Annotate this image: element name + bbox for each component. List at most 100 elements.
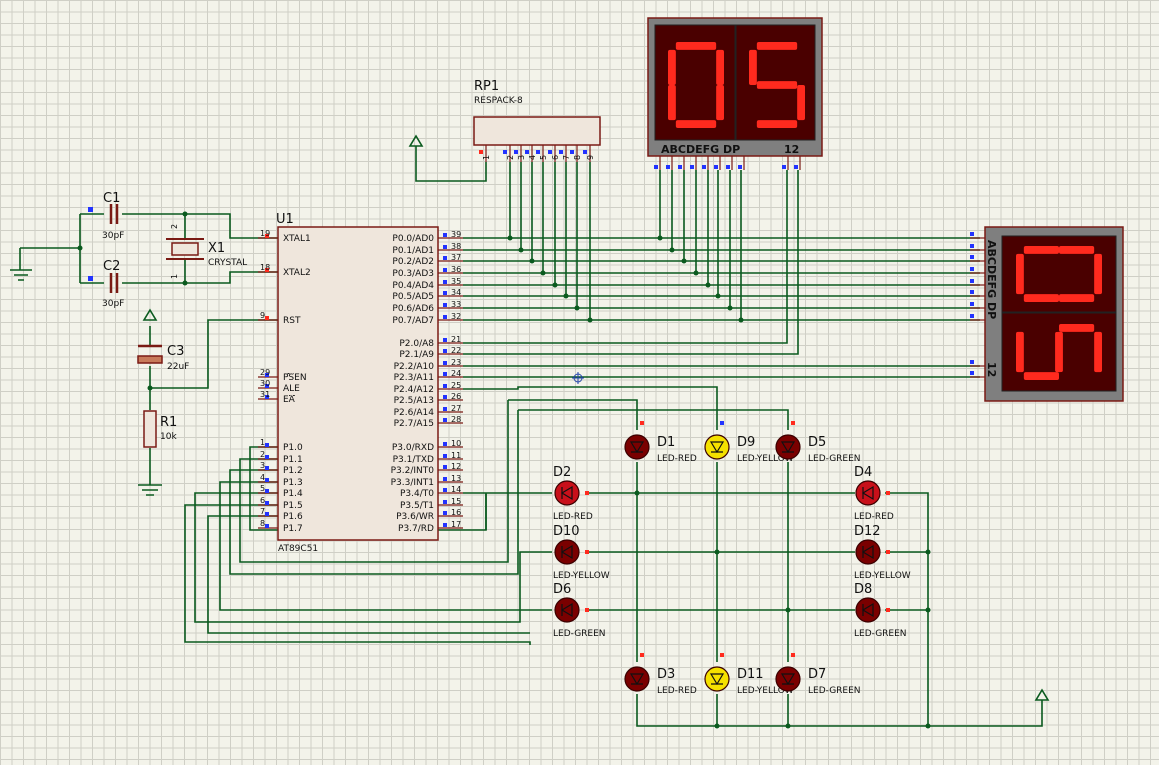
mcu-pin-name: P0.7/AD7 bbox=[392, 316, 434, 326]
led-body bbox=[855, 597, 881, 623]
power-icon bbox=[1034, 688, 1050, 701]
mcu-pin-name: P1.3 bbox=[283, 478, 303, 488]
junctions bbox=[77, 211, 931, 729]
pin-state-marker bbox=[443, 500, 447, 504]
pin-state-marker bbox=[970, 232, 974, 236]
mcu-pin-number: 12 bbox=[451, 462, 461, 471]
mcu-pin-name: P0.2/AD2 bbox=[392, 257, 434, 267]
led-body bbox=[624, 434, 650, 460]
pin-state-marker bbox=[265, 501, 269, 505]
mcu-pin-name: P0.6/AD6 bbox=[392, 304, 434, 314]
segment-d bbox=[1094, 331, 1103, 373]
mcu-pin-number: 8 bbox=[260, 519, 265, 528]
display-right-pin-label: ABCDEFG DP bbox=[985, 240, 998, 319]
led-part: LED-GREEN bbox=[808, 686, 861, 696]
rp1-pin-number: 4 bbox=[528, 155, 537, 160]
mcu-pin-number: 13 bbox=[451, 474, 461, 483]
pin-state-marker bbox=[265, 489, 269, 493]
pin-state-marker bbox=[514, 150, 518, 154]
resistor-r1[interactable]: R1 10k bbox=[143, 410, 177, 448]
led-body bbox=[554, 597, 580, 623]
display-right-digit-0 bbox=[1016, 245, 1103, 302]
led-ref: D8 bbox=[854, 582, 872, 597]
mcu-pin-number: 7 bbox=[260, 507, 265, 516]
led-ref: D9 bbox=[737, 435, 755, 450]
power-symbols bbox=[10, 134, 1050, 701]
seven-segment-display-right[interactable]: ABCDEFG DP 12 bbox=[970, 226, 1124, 402]
wires bbox=[19, 146, 1043, 727]
pin-state-marker bbox=[443, 338, 447, 342]
mcu-pin-number: 37 bbox=[451, 253, 461, 262]
pin-state-marker bbox=[443, 303, 447, 307]
crystal-x1[interactable]: X1 CRYSTAL 2 1 bbox=[166, 224, 247, 279]
mcu-pin-name: P2.1/A9 bbox=[399, 350, 434, 360]
mcu-pin-number: 24 bbox=[451, 369, 461, 378]
mcu-u1[interactable]: U1 AT89C51 19XTAL118XTAL29RST29PSEN30ALE… bbox=[258, 212, 463, 554]
led-ref: D10 bbox=[553, 524, 580, 539]
capacitor-c2[interactable]: C2 30pF bbox=[88, 259, 124, 309]
pin-state-marker bbox=[265, 466, 269, 470]
pin-state-marker bbox=[265, 373, 269, 377]
pin-state-marker bbox=[443, 268, 447, 272]
capacitor-c1[interactable]: C1 30pF bbox=[88, 191, 124, 241]
segment-e bbox=[668, 85, 676, 121]
display-right-digit-1 bbox=[1016, 323, 1103, 380]
segment-f bbox=[1023, 372, 1059, 380]
pin-state-marker bbox=[886, 608, 890, 612]
mcu-pin-name: XTAL1 bbox=[283, 234, 311, 244]
seven-segment-display-top[interactable]: ABCDEFG DP 12 bbox=[647, 17, 823, 170]
led-part: LED-YELLOW bbox=[737, 686, 794, 696]
rp1-pin-number: 5 bbox=[539, 155, 548, 160]
mcu-pin-number: 36 bbox=[451, 265, 461, 274]
pin-state-marker bbox=[726, 165, 730, 169]
pin-state-marker bbox=[443, 477, 447, 481]
led-diode-symbol bbox=[861, 485, 874, 501]
segment-f bbox=[668, 49, 676, 85]
led-ref: D1 bbox=[657, 435, 675, 450]
segment-e bbox=[749, 85, 757, 121]
led-body bbox=[775, 434, 801, 460]
mcu-pin-number: 2 bbox=[260, 450, 265, 459]
mcu-pin-number: 17 bbox=[451, 520, 461, 529]
mcu-pin-name: P0.1/AD1 bbox=[392, 246, 434, 256]
led-body bbox=[855, 480, 881, 506]
pin-state-marker bbox=[443, 454, 447, 458]
pin-state-marker bbox=[640, 421, 644, 425]
pin-state-marker bbox=[886, 550, 890, 554]
pin-state-marker bbox=[443, 280, 447, 284]
mcu-pin-name: P3.6/WR bbox=[396, 512, 434, 522]
segment-g bbox=[756, 81, 798, 89]
mcu-pin-name: P2.2/A10 bbox=[394, 362, 435, 372]
mcu-pin-name: P2.5/A13 bbox=[394, 396, 434, 406]
capacitor-c3[interactable]: C3 22uF bbox=[137, 344, 189, 372]
pin-state-marker bbox=[536, 150, 540, 154]
segment-b bbox=[716, 49, 724, 85]
mcu-pin-name: P3.1/TXD bbox=[393, 455, 434, 465]
segment-g bbox=[1055, 253, 1063, 295]
led-diode-symbol bbox=[560, 544, 573, 560]
pin-state-marker bbox=[720, 653, 724, 657]
pin-state-marker bbox=[640, 653, 644, 657]
pin-state-marker bbox=[265, 512, 269, 516]
pin-state-marker bbox=[585, 550, 589, 554]
mcu-pin-name: P1.7 bbox=[283, 524, 303, 534]
pin-state-marker bbox=[791, 421, 795, 425]
mcu-pin-number: 10 bbox=[451, 439, 461, 448]
mcu-pin-name: P1.0 bbox=[283, 443, 303, 453]
mcu-pin-name: P3.4/T0 bbox=[400, 489, 434, 499]
mcu-pin-name: XTAL2 bbox=[283, 268, 311, 278]
display-top-pin-label: ABCDEFG DP bbox=[661, 143, 740, 156]
